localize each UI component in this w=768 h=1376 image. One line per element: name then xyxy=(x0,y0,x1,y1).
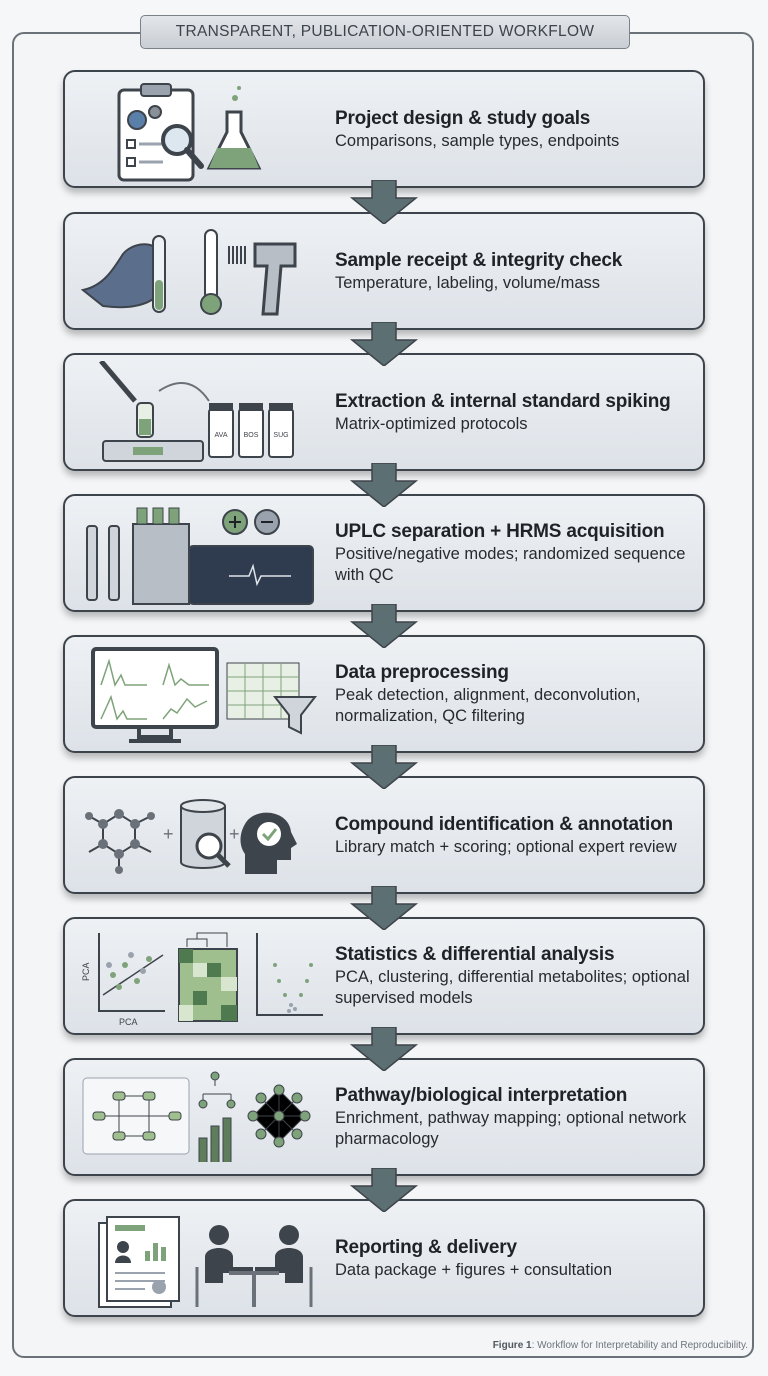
report-consultation-icon xyxy=(98,1216,313,1308)
step-title: Project design & study goals xyxy=(335,107,591,129)
figure-caption: Figure 1: Workflow for Interpretability … xyxy=(493,1340,748,1351)
step-description: Peak detection, alignment, deconvolution… xyxy=(335,686,641,725)
step-extraction: AVA BOS SUG Extraction & internal standa… xyxy=(63,353,705,471)
workflow-title: TRANSPARENT, PUBLICATION-ORIENTED WORKFL… xyxy=(140,15,630,49)
down-arrow-icon xyxy=(349,604,419,648)
down-arrow-icon xyxy=(349,745,419,789)
step-description: Temperature, labeling, volume/mass xyxy=(335,273,601,292)
monitor-table-funnel-icon xyxy=(91,647,318,743)
step-description: PCA, clustering, differential metabolite… xyxy=(335,968,690,1007)
step-title: Sample receipt & integrity check xyxy=(335,249,623,271)
step-reporting: Reporting & delivery Data package + figu… xyxy=(63,1199,705,1317)
axis-label-y: PCA xyxy=(81,962,91,981)
step-description: Data package + figures + consultation xyxy=(335,1260,613,1279)
step-title: Pathway/biological interpretation xyxy=(335,1085,628,1106)
step-title: Data preprocessing xyxy=(335,662,509,683)
down-arrow-icon xyxy=(349,1027,419,1071)
pathway-tree-network-icon xyxy=(82,1071,311,1162)
step-compound-identification: + + Compound identification & annotation… xyxy=(63,776,705,894)
uplc-mass-spectrometer-icon xyxy=(86,507,314,605)
vial-label: AVA xyxy=(215,432,228,439)
caption-label: Figure 1 xyxy=(492,1340,532,1351)
step-title: UPLC separation + HRMS acquisition xyxy=(335,521,665,542)
vial-label: BOS xyxy=(244,432,259,439)
step-data-preprocessing: Data preprocessing Peak detection, align… xyxy=(63,635,705,753)
clipboard-flask-icon xyxy=(117,83,262,182)
svg-text:+: + xyxy=(163,824,174,844)
down-arrow-icon xyxy=(349,180,419,224)
step-sample-receipt: Sample receipt & integrity check Tempera… xyxy=(63,212,705,330)
down-arrow-icon xyxy=(349,463,419,507)
step-description: Positive/negative modes; randomized sequ… xyxy=(335,545,686,584)
pipette-balance-vials-icon: AVA BOS SUG xyxy=(99,361,294,462)
step-description: Matrix-optimized protocols xyxy=(335,414,528,433)
caption-text: : Workflow for Interpretability and Repr… xyxy=(531,1340,748,1351)
step-title: Compound identification & annotation xyxy=(335,813,673,835)
pca-heatmap-volcano-icon: PCA PCA xyxy=(81,932,323,1027)
step-title: Extraction & internal standard spiking xyxy=(335,390,671,412)
vial-label: SUG xyxy=(273,432,288,439)
step-description: Library match + scoring; optional expert… xyxy=(335,837,677,856)
step-uplc-hrms: UPLC separation + HRMS acquisition Posit… xyxy=(63,494,705,612)
step-description: Enrichment, pathway mapping; optional ne… xyxy=(335,1109,687,1148)
glove-tube-thermometer-scanner-icon xyxy=(80,229,297,316)
down-arrow-icon xyxy=(349,322,419,366)
axis-label-x: PCA xyxy=(119,1017,138,1027)
step-project-design: Project design & study goals Comparisons… xyxy=(63,70,705,188)
down-arrow-icon xyxy=(349,1168,419,1212)
svg-text:+: + xyxy=(229,824,240,844)
down-arrow-icon xyxy=(349,886,419,930)
molecule-database-expert-icon: + + xyxy=(85,799,297,874)
step-title: Statistics & differential analysis xyxy=(335,944,615,965)
step-title: Reporting & delivery xyxy=(335,1236,517,1258)
step-description: Comparisons, sample types, endpoints xyxy=(335,131,620,150)
step-pathway-interpretation: Pathway/biological interpretation Enrich… xyxy=(63,1058,705,1176)
step-statistics: PCA PCA Statistics & differential analys… xyxy=(63,917,705,1035)
